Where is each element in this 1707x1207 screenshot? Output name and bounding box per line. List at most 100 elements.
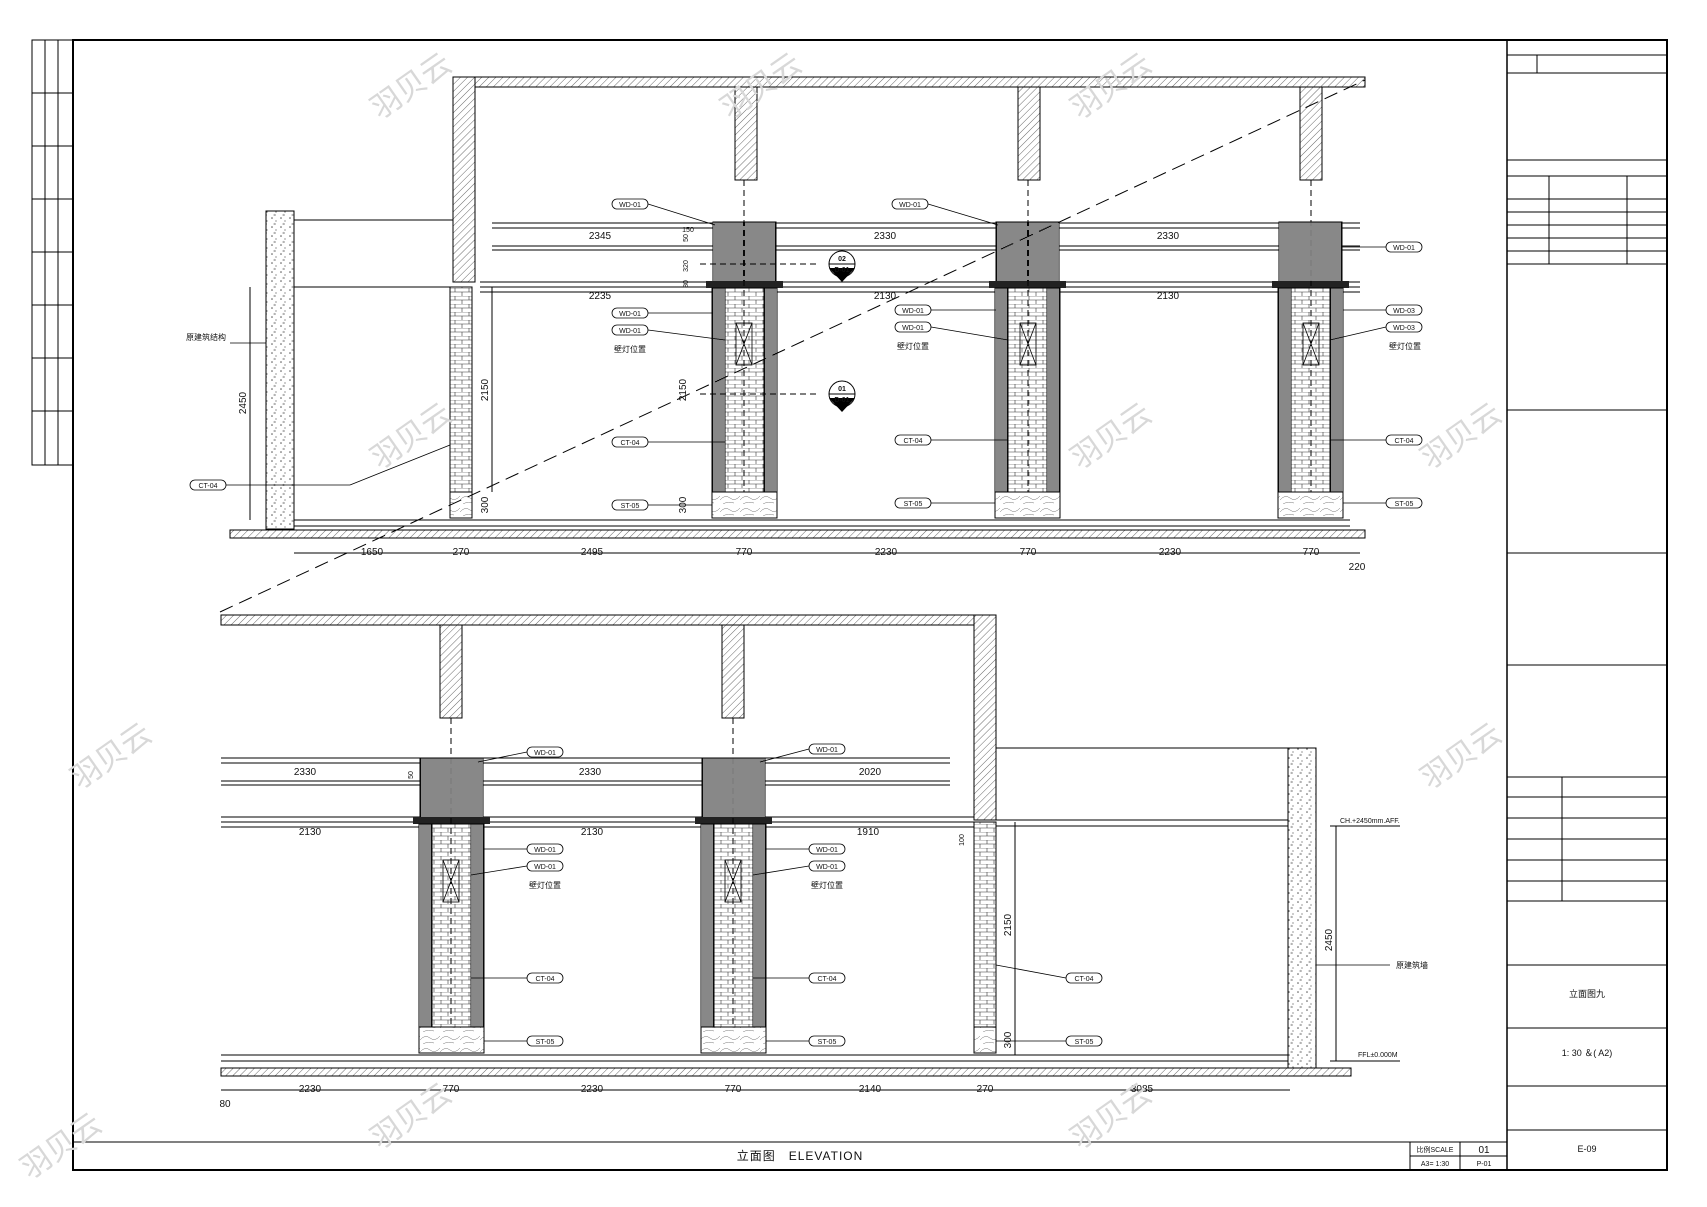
svg-text:WD-01: WD-01 xyxy=(619,202,641,209)
svg-text:羽贝云: 羽贝云 xyxy=(365,396,459,476)
scale-label: 比例SCALE xyxy=(1417,1145,1454,1154)
svg-text:100: 100 xyxy=(959,834,966,846)
svg-text:770: 770 xyxy=(725,1084,742,1095)
svg-text:ST-05: ST-05 xyxy=(904,501,923,508)
svg-text:300: 300 xyxy=(480,496,491,513)
svg-text:WD-01: WD-01 xyxy=(619,311,641,318)
svg-text:2230: 2230 xyxy=(1159,547,1182,558)
svg-text:2140: 2140 xyxy=(859,1084,882,1095)
sheet-name: 立面图九 xyxy=(1569,988,1605,999)
svg-text:770: 770 xyxy=(443,1084,460,1095)
svg-text:770: 770 xyxy=(1303,547,1320,558)
svg-text:羽贝云: 羽贝云 xyxy=(1065,1076,1159,1156)
svg-text:2130: 2130 xyxy=(581,827,604,838)
svg-text:2150: 2150 xyxy=(678,378,689,401)
svg-text:2230: 2230 xyxy=(299,1084,322,1095)
svg-text:80: 80 xyxy=(683,280,690,288)
svg-text:壁灯位置: 壁灯位置 xyxy=(897,341,929,351)
svg-text:3085: 3085 xyxy=(1131,1084,1154,1095)
svg-text:壁灯位置: 壁灯位置 xyxy=(1389,341,1421,351)
svg-text:2345: 2345 xyxy=(589,231,612,242)
sheet-scale: 1: 30 ＆( A2) xyxy=(1562,1048,1613,1058)
scale-value: A3= 1:30 xyxy=(1421,1161,1449,1168)
svg-text:CT-04: CT-04 xyxy=(620,440,639,447)
svg-text:320: 320 xyxy=(683,260,690,272)
svg-text:D-01: D-01 xyxy=(834,397,849,404)
svg-text:WD-01: WD-01 xyxy=(816,864,838,871)
svg-text:50: 50 xyxy=(683,234,690,242)
svg-text:2450: 2450 xyxy=(238,391,249,414)
bottom-elevation: 2330 2330 2020 2130 2130 1910 80 2230 77… xyxy=(219,614,1428,1110)
left-index-grid xyxy=(31,39,74,466)
svg-text:50: 50 xyxy=(408,771,415,779)
svg-text:1650: 1650 xyxy=(361,547,384,558)
svg-text:1910: 1910 xyxy=(857,827,880,838)
svg-text:CT-04: CT-04 xyxy=(1394,438,1413,445)
svg-text:2450: 2450 xyxy=(1324,928,1335,951)
svg-text:270: 270 xyxy=(453,547,470,558)
svg-text:CT-04: CT-04 xyxy=(1074,976,1093,983)
svg-text:2130: 2130 xyxy=(874,291,897,302)
svg-text:WD-01: WD-01 xyxy=(899,202,921,209)
svg-text:CT-04: CT-04 xyxy=(817,976,836,983)
drawing-title: 立面图 ELEVATION xyxy=(737,1148,864,1163)
svg-text:羽贝云: 羽贝云 xyxy=(365,46,459,126)
svg-text:ST-05: ST-05 xyxy=(818,1039,837,1046)
svg-text:WD-03: WD-03 xyxy=(1393,325,1415,332)
svg-text:02: 02 xyxy=(838,256,846,263)
svg-text:2330: 2330 xyxy=(294,767,317,778)
svg-text:270: 270 xyxy=(977,1084,994,1095)
svg-text:羽贝云: 羽贝云 xyxy=(1415,716,1509,796)
svg-text:ST-05: ST-05 xyxy=(621,503,640,510)
floor-level-note: FFL±0.000M xyxy=(1358,1052,1398,1059)
title-block xyxy=(73,40,1667,1170)
svg-text:ST-05: ST-05 xyxy=(536,1039,555,1046)
svg-text:WD-01: WD-01 xyxy=(534,864,556,871)
svg-text:2150: 2150 xyxy=(1003,913,1014,936)
svg-text:2230: 2230 xyxy=(581,1084,604,1095)
svg-text:2330: 2330 xyxy=(1157,231,1180,242)
structure-note: 原建筑结构 xyxy=(186,332,226,342)
svg-text:CT-04: CT-04 xyxy=(198,483,217,490)
svg-text:WD-01: WD-01 xyxy=(1393,245,1415,252)
sheet-number: E-09 xyxy=(1577,1144,1596,1154)
svg-text:2020: 2020 xyxy=(859,767,882,778)
svg-text:WD-01: WD-01 xyxy=(902,325,924,332)
svg-text:CT-04: CT-04 xyxy=(903,438,922,445)
svg-text:2235: 2235 xyxy=(589,291,612,302)
lamp-note: 壁灯位置 xyxy=(614,344,646,354)
svg-text:WD-01: WD-01 xyxy=(816,847,838,854)
svg-text:2330: 2330 xyxy=(579,767,602,778)
drawing-number: 01 xyxy=(1478,1145,1490,1156)
svg-text:2330: 2330 xyxy=(874,231,897,242)
svg-text:D-01: D-01 xyxy=(834,267,849,274)
svg-text:羽贝云: 羽贝云 xyxy=(365,1076,459,1156)
svg-text:WD-01: WD-01 xyxy=(619,328,641,335)
svg-text:ST-05: ST-05 xyxy=(1395,501,1414,508)
svg-text:220: 220 xyxy=(1349,562,1366,573)
svg-text:300: 300 xyxy=(1003,1031,1014,1048)
svg-text:2130: 2130 xyxy=(1157,291,1180,302)
svg-text:WD-01: WD-01 xyxy=(534,750,556,757)
svg-text:770: 770 xyxy=(1020,547,1037,558)
drawing-ref: P-01 xyxy=(1477,1161,1492,1168)
svg-text:WD-01: WD-01 xyxy=(816,747,838,754)
svg-text:WD-01: WD-01 xyxy=(902,308,924,315)
svg-text:CT-04: CT-04 xyxy=(535,976,554,983)
svg-text:770: 770 xyxy=(736,547,753,558)
svg-text:WD-03: WD-03 xyxy=(1393,308,1415,315)
svg-text:壁灯位置: 壁灯位置 xyxy=(811,880,843,890)
svg-text:羽贝云: 羽贝云 xyxy=(1065,396,1159,476)
svg-text:羽贝云: 羽贝云 xyxy=(1415,396,1509,476)
top-elevation: 02 D-01 01 D-01 2345 2330 2330 2235 2130… xyxy=(186,76,1423,613)
svg-text:2230: 2230 xyxy=(875,547,898,558)
svg-text:2495: 2495 xyxy=(581,547,604,558)
svg-text:壁灯位置: 壁灯位置 xyxy=(529,880,561,890)
svg-text:羽贝云: 羽贝云 xyxy=(65,716,159,796)
svg-text:WD-01: WD-01 xyxy=(534,847,556,854)
svg-text:2150: 2150 xyxy=(480,378,491,401)
svg-text:01: 01 xyxy=(838,386,846,393)
svg-text:ST-05: ST-05 xyxy=(1075,1039,1094,1046)
svg-text:150: 150 xyxy=(682,227,694,234)
